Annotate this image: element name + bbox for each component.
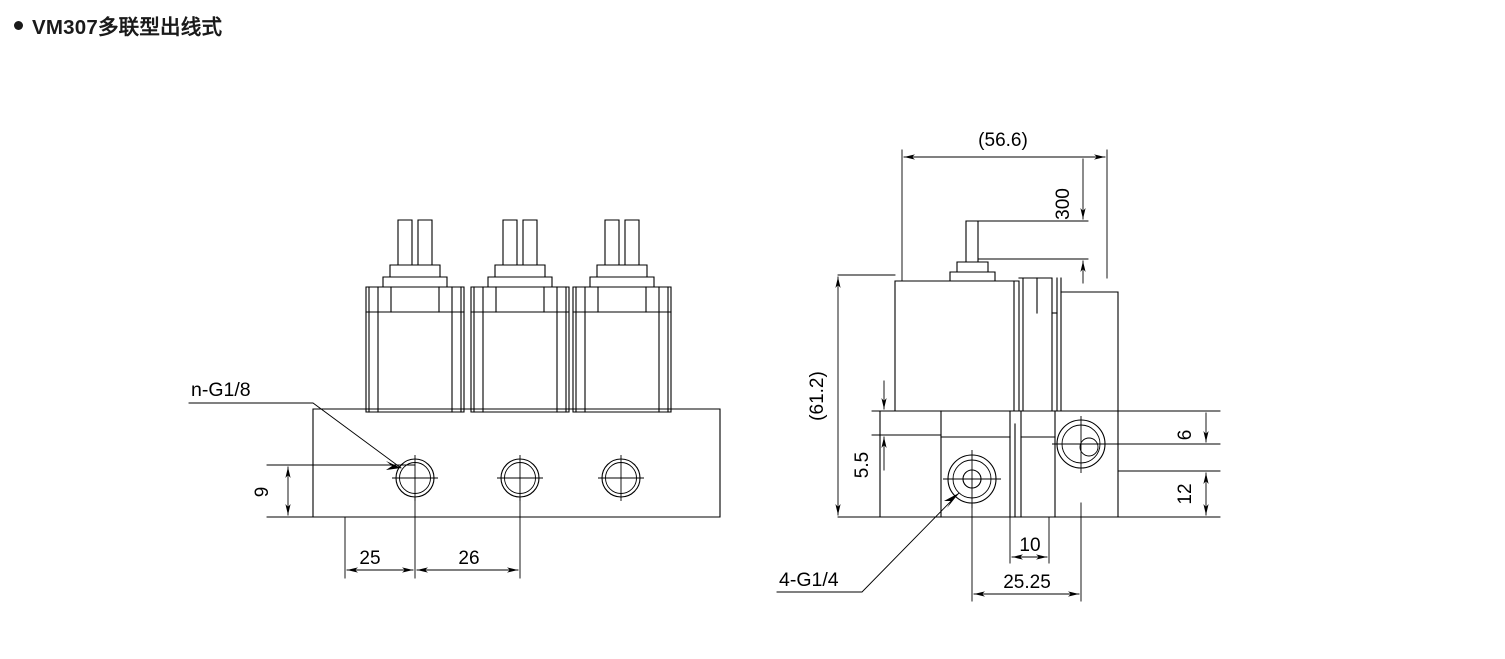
side-port-lower — [943, 450, 1001, 508]
callout-n-g18-label: n-G1/8 — [191, 379, 251, 401]
front-valve-2 — [470, 219, 570, 413]
front-port-3 — [598, 455, 644, 501]
front-port-2 — [497, 455, 543, 501]
dim-300: 300 — [974, 158, 1089, 284]
dim-26-label: 26 — [458, 548, 479, 569]
dim-25-25: 25.25 — [971, 502, 1082, 602]
page-title-text: VM307多联型出线式 — [32, 16, 223, 39]
side-sub-body — [1022, 277, 1119, 412]
front-port-1 — [392, 455, 438, 501]
front-valve-1 — [365, 219, 465, 413]
dim-61-2-label: (61.2) — [807, 371, 828, 421]
front-view: n-G1/8 9 25 26 — [188, 219, 721, 579]
dim-6-label: 6 — [1175, 430, 1196, 441]
front-manifold-block — [312, 408, 721, 518]
dim-9-label: 9 — [252, 487, 273, 498]
side-manifold-block — [879, 410, 1119, 518]
side-port-upper — [1052, 416, 1110, 473]
dim-5-5-label: 5.5 — [852, 452, 873, 478]
callout-4-g14-label: 4-G1/4 — [779, 569, 839, 591]
front-valve-3 — [572, 219, 672, 413]
callout-n-g18: n-G1/8 — [188, 379, 402, 470]
side-wire-stem — [949, 220, 996, 282]
page-title: VM307多联型出线式 — [14, 10, 222, 40]
dim-12-label: 12 — [1175, 483, 1196, 504]
dim-12: 12 — [1117, 470, 1221, 518]
side-solenoid-body — [894, 277, 1024, 412]
bullet-dot-icon — [14, 20, 23, 30]
dim-61-2: (61.2) — [807, 274, 896, 518]
dim-25-25-label: 25.25 — [1003, 572, 1051, 593]
side-view: (56.6) 300 (61.2) 5.5 — [776, 130, 1221, 602]
dim-9: 9 — [252, 464, 416, 518]
dim-56-6: (56.6) — [901, 130, 1108, 282]
dim-10-label: 10 — [1019, 535, 1040, 556]
dim-56-6-label: (56.6) — [978, 130, 1028, 151]
dim-5-5: 5.5 — [852, 380, 942, 478]
callout-4-g14: 4-G1/4 — [776, 492, 960, 593]
dim-6: 6 — [1109, 410, 1221, 445]
dim-10: 10 — [1009, 516, 1050, 564]
dim-25-26: 25 26 — [344, 496, 521, 579]
dim-300-label: 300 — [1053, 188, 1074, 220]
dim-25-label: 25 — [359, 548, 380, 569]
